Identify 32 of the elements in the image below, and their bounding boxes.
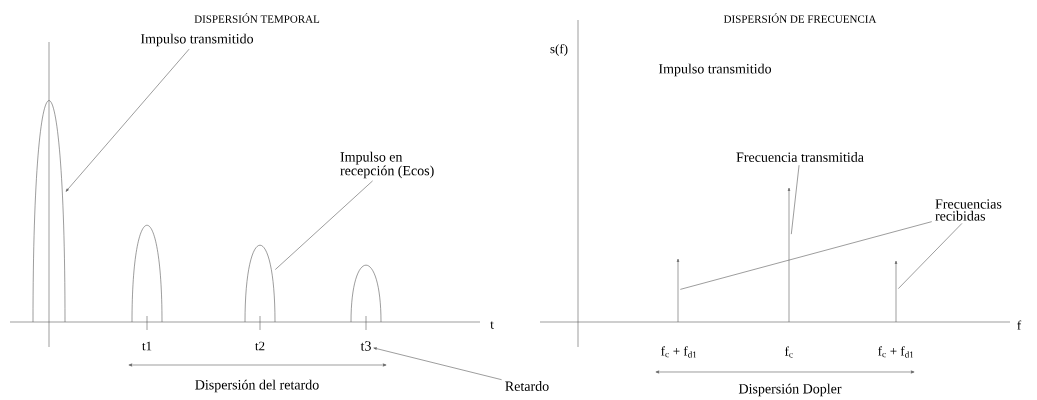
- leader-line: [791, 164, 800, 235]
- tick-label: t1: [142, 341, 152, 351]
- annotation-text: Impulso en recepción (Ecos): [340, 151, 434, 179]
- pulse-arch: [131, 224, 163, 323]
- tick-label: t2: [255, 341, 265, 351]
- spike-arrow: [894, 260, 898, 323]
- tick-label: f$_{c}$ + f$_{d1}$: [661, 346, 697, 358]
- pulse-arch: [32, 100, 66, 323]
- annotation-text: Impulso transmitido: [140, 33, 254, 47]
- leader-line: [898, 223, 963, 289]
- tick-label: f$_{c}$ + f$_{d1}$: [878, 346, 914, 358]
- arrow: [65, 48, 190, 192]
- annotation-text: t3: [360, 341, 371, 351]
- arrow: [373, 347, 502, 380]
- annotation-text: Retardo: [505, 381, 549, 391]
- annotation-text: Frecuencia transmitida: [736, 152, 864, 162]
- tick-label: f$_{c}$: [785, 346, 793, 358]
- panel-title: DISPERSIÓN DE FRECUENCIA: [723, 13, 877, 23]
- annotation-text: Impulso transmitido: [658, 63, 772, 77]
- dimension-label: Dispersión Dopler: [738, 383, 842, 397]
- axis-label: s(f): [550, 44, 568, 56]
- pulse-arch: [244, 244, 276, 323]
- spike-arrow: [787, 187, 791, 323]
- leader-line: [680, 221, 933, 290]
- leader-line: [275, 180, 373, 270]
- panel-title: DISPERSIÓN TEMPORAL: [194, 13, 320, 23]
- dimension-label: Dispersión del retardo: [195, 379, 319, 393]
- annotation-text: Frecuencias recibidas: [935, 199, 1002, 221]
- axis-label: t: [490, 321, 494, 329]
- spike-arrow: [676, 258, 680, 323]
- axis-label: f: [1017, 320, 1022, 330]
- pulse-arch: [350, 264, 382, 323]
